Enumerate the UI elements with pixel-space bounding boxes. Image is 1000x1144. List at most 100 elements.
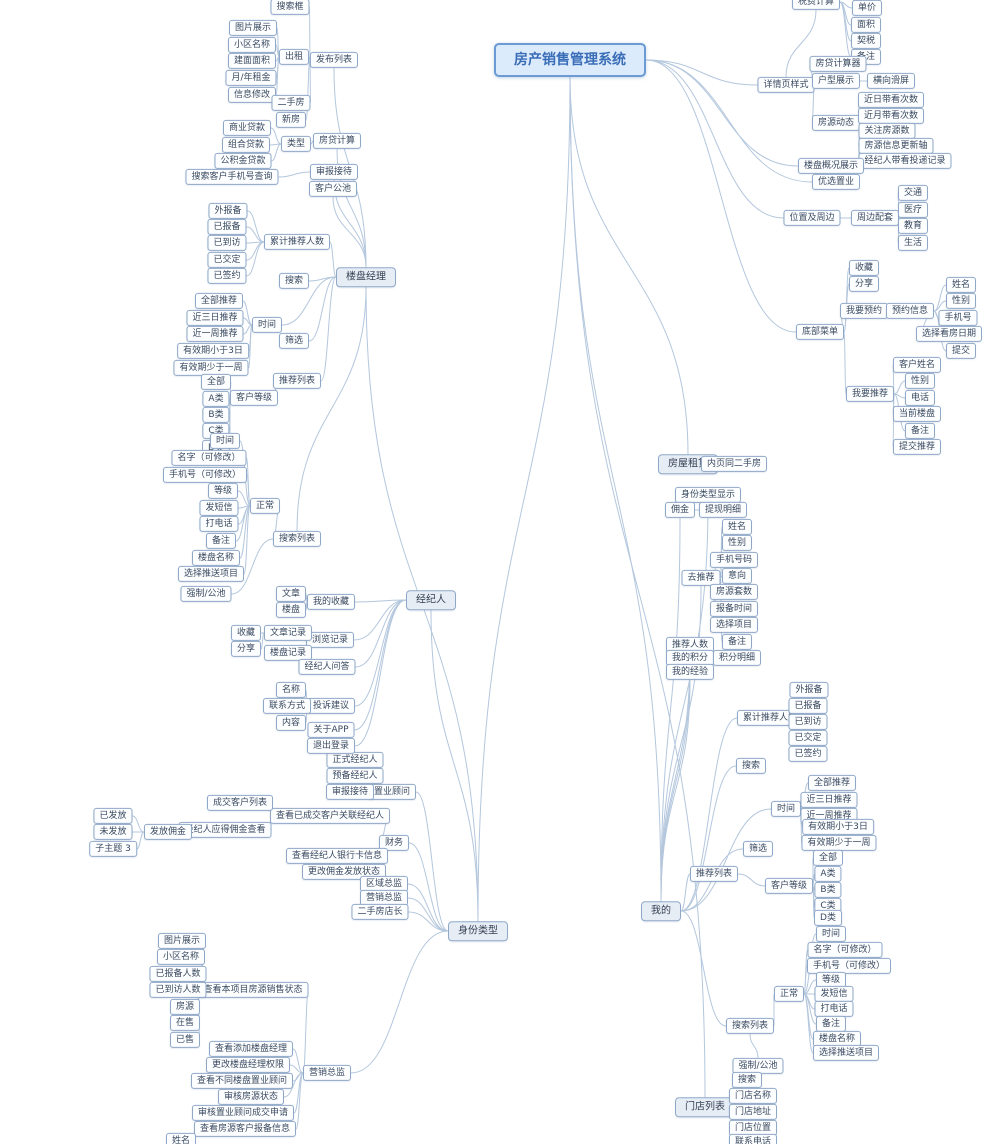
mindmap-node-wdsc[interactable]: 我的收藏 — [306, 593, 356, 611]
mindmap-node-lx[interactable]: 类型 — [280, 135, 312, 153]
mindmap-node-yye[interactable]: 提交 — [945, 342, 977, 360]
mindmap-node-jt[interactable]: 交通 — [897, 184, 929, 202]
mindmap-node-z1f[interactable]: 打电话 — [199, 515, 239, 533]
mindmap-node-tsjy[interactable]: 投诉建议 — [306, 697, 356, 715]
mindmap-node-sb[interactable]: 近三日推荐 — [800, 791, 858, 809]
mindmap-node-qtj[interactable]: 去推荐 — [681, 569, 721, 587]
mindmap-node-de[interactable]: D类 — [814, 909, 842, 927]
mindmap-node-khdj2[interactable]: 客户等级 — [764, 877, 814, 895]
mindmap-node-z1i[interactable]: 选择推送项目 — [177, 565, 245, 583]
mindmap-node-sbjd2[interactable]: 审报接待 — [325, 783, 375, 801]
mindmap-node-lja[interactable]: 外报备 — [208, 202, 248, 220]
mindmap-node-s1d[interactable]: 有效期小于3日 — [177, 342, 249, 360]
mindmap-node-cw[interactable]: 财务 — [378, 834, 410, 852]
mindmap-node-wzzb[interactable]: 位置及周边 — [783, 209, 841, 227]
mindmap-node-mcx[interactable]: 名称 — [275, 681, 307, 699]
mindmap-node-fya[interactable]: 近日带看次数 — [857, 91, 925, 109]
mindmap-node-fblb[interactable]: 发布列表 — [309, 51, 359, 69]
mindmap-node-dbcd[interactable]: 底部菜单 — [795, 323, 845, 341]
mindmap-node-dc[interactable]: B类 — [814, 881, 842, 899]
mindmap-node-ljd[interactable]: 已交定 — [207, 251, 247, 269]
mindmap-node-czc[interactable]: 建面面积 — [227, 52, 277, 70]
mindmap-node-ra[interactable]: 外报备 — [789, 681, 829, 699]
mindmap-node-sd[interactable]: 有效期小于3日 — [802, 818, 874, 836]
mindmap-node-lpjl2[interactable]: 楼盘记录 — [263, 644, 313, 662]
mindmap-node-ylb[interactable]: 医疗 — [897, 201, 929, 219]
mindmap-node-z1g[interactable]: 备注 — [205, 532, 237, 550]
mindmap-node-sj2[interactable]: 时间 — [770, 800, 802, 818]
mindmap-node-qa[interactable]: 姓名 — [721, 518, 753, 536]
mindmap-node-cze[interactable]: 信息修改 — [227, 86, 277, 104]
mindmap-node-z1a[interactable]: 时间 — [209, 432, 241, 450]
mindmap-node-zsx[interactable]: 在售 — [169, 1014, 201, 1032]
mindmap-node-yyxx[interactable]: 预约信息 — [885, 302, 935, 320]
mindmap-node-z1b[interactable]: 名字（可修改） — [171, 449, 247, 467]
mindmap-node-p5[interactable]: 发短信 — [814, 985, 854, 1003]
mindmap-node-sbjda[interactable]: 搜索客户手机号查询 — [185, 168, 279, 186]
mindmap-node-root[interactable]: 房产销售管理系统 — [494, 42, 646, 78]
mindmap-node-fydt[interactable]: 房源动态 — [811, 114, 861, 132]
mindmap-node-hxzs[interactable]: 户型展示 — [811, 72, 861, 90]
mindmap-node-wz[interactable]: 文章 — [275, 585, 307, 603]
mindmap-node-sbjd[interactable]: 审报接待 — [309, 163, 359, 181]
mindmap-node-p6[interactable]: 打电话 — [814, 1000, 854, 1018]
mindmap-node-yyd[interactable]: 选择看房日期 — [915, 325, 983, 343]
mindmap-node-xfx[interactable]: 新房 — [275, 111, 307, 129]
mindmap-node-esf[interactable]: 二手房 — [271, 94, 311, 112]
mindmap-node-xqy[interactable]: 详情页样式 — [757, 76, 815, 94]
mindmap-node-p3[interactable]: 手机号（可修改） — [806, 957, 892, 975]
mindmap-node-qd[interactable]: 意向 — [721, 567, 753, 585]
mindmap-node-xq2[interactable]: 小区名称 — [156, 948, 206, 966]
mindmap-node-tja[interactable]: 客户姓名 — [892, 356, 942, 374]
mindmap-node-jy[interactable]: 教育 — [897, 217, 929, 235]
mindmap-node-yxzy[interactable]: 优选置业 — [811, 173, 861, 191]
mindmap-node-yyb[interactable]: 性别 — [945, 292, 977, 310]
mindmap-node-sslb1[interactable]: 搜索列表 — [272, 530, 322, 548]
mindmap-node-sslb2[interactable]: 搜索列表 — [725, 1017, 775, 1035]
mindmap-node-wff[interactable]: 未发放 — [93, 823, 133, 841]
mindmap-node-tjf[interactable]: 提交推荐 — [892, 438, 942, 456]
mindmap-node-lpx[interactable]: 楼盘 — [275, 601, 307, 619]
mindmap-node-ybb[interactable]: 已报备人数 — [149, 965, 207, 983]
mindmap-node-zygw[interactable]: 置业顾问 — [367, 783, 417, 801]
mindmap-node-tjd[interactable]: 当前楼盘 — [892, 405, 942, 423]
mindmap-node-yxzj2[interactable]: 营销总监 — [302, 1064, 352, 1082]
mindmap-node-chuzu[interactable]: 出租 — [278, 48, 310, 66]
mindmap-node-sc2[interactable]: 收藏 — [230, 624, 262, 642]
mindmap-node-mde[interactable]: 联系电话 — [728, 1133, 778, 1144]
mindmap-node-wzjl[interactable]: 文章记录 — [263, 624, 313, 642]
mindmap-node-yj[interactable]: 佣金 — [664, 501, 696, 519]
mindmap-node-txmx[interactable]: 提现明细 — [698, 501, 748, 519]
mindmap-node-xm2[interactable]: 姓名 — [165, 1132, 197, 1144]
mindmap-node-shx1[interactable]: 筛选 — [278, 332, 310, 350]
mindmap-node-ljb[interactable]: 已报备 — [207, 218, 247, 236]
mindmap-node-yyc[interactable]: 手机号 — [938, 309, 978, 327]
mindmap-node-jfmx[interactable]: 积分明细 — [712, 649, 762, 667]
mindmap-node-lxc[interactable]: 公积金贷款 — [214, 152, 272, 170]
mindmap-node-s1c[interactable]: 近一周推荐 — [186, 325, 244, 343]
mindmap-node-sj1[interactable]: 时间 — [251, 316, 283, 334]
mindmap-node-zsj[interactable]: 正式经纪人 — [326, 751, 384, 769]
mindmap-node-lxa[interactable]: 商业贷款 — [222, 119, 272, 137]
mindmap-node-ybj[interactable]: 预备经纪人 — [326, 767, 384, 785]
mindmap-node-ck6[interactable]: 审核房源状态 — [217, 1088, 285, 1106]
mindmap-node-d1a[interactable]: 全部 — [200, 373, 232, 391]
mindmap-node-ssk[interactable]: 搜索框 — [270, 0, 310, 16]
mindmap-node-p7[interactable]: 备注 — [815, 1015, 847, 1033]
mindmap-node-lpgk[interactable]: 楼盘概况展示 — [797, 157, 865, 175]
mindmap-node-sflxxs[interactable]: 身份类型显示 — [674, 486, 742, 504]
mindmap-node-hxhp[interactable]: 横向滑屏 — [866, 72, 916, 90]
mindmap-node-khdj1[interactable]: 客户等级 — [229, 389, 279, 407]
mindmap-node-ljc[interactable]: 已到访 — [207, 234, 247, 252]
mindmap-node-ck8[interactable]: 查看房源客户报备信息 — [193, 1120, 297, 1138]
mindmap-node-fyb[interactable]: 近月带看次数 — [857, 107, 925, 125]
mindmap-node-z1h[interactable]: 楼盘名称 — [191, 549, 241, 567]
mindmap-node-p1[interactable]: 时间 — [815, 925, 847, 943]
mindmap-node-ck5[interactable]: 查看不同楼盘置业顾问 — [190, 1072, 294, 1090]
mindmap-node-fyx[interactable]: 房源 — [169, 998, 201, 1016]
mindmap-node-z1d[interactable]: 等级 — [207, 482, 239, 500]
mindmap-node-fyc[interactable]: 关注房源数 — [858, 122, 916, 140]
mindmap-node-d1b[interactable]: A类 — [202, 390, 230, 408]
mindmap-node-s1a[interactable]: 全部推荐 — [194, 292, 244, 310]
mindmap-node-fye[interactable]: 经纪人带看投递记录 — [858, 152, 952, 170]
